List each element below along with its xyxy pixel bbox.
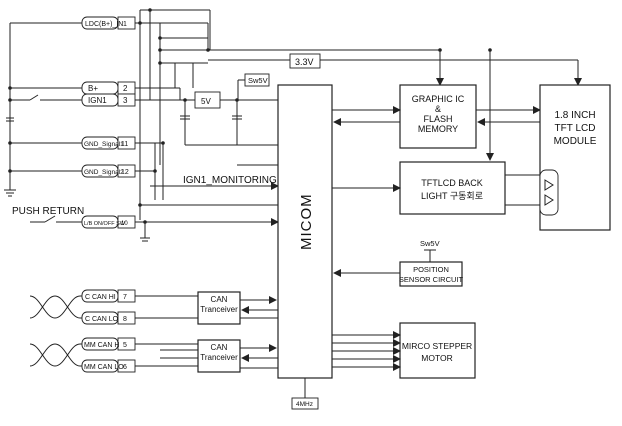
svg-text:4MHz: 4MHz [296, 401, 313, 408]
svg-text:Sw5V: Sw5V [248, 76, 268, 85]
backlight-driver-block: TFTLCD BACK LIGHT 구동회로 [399, 161, 506, 215]
svg-text:MIRCO STEPPER: MIRCO STEPPER [402, 341, 472, 351]
clock-4mhz: 4MHz [291, 378, 319, 410]
graphic-ic-block: GRAPHIC IC & FLASH MEMORY [399, 84, 477, 149]
svg-text:8: 8 [123, 316, 127, 323]
push-return-label: PUSH RETURN [12, 206, 84, 217]
svg-text:TFTLCD BACK: TFTLCD BACK [421, 178, 483, 188]
connector-gnd11: GND_Signal1 11 [81, 136, 136, 150]
connector-bplus-label: B+ [88, 84, 98, 93]
ign1-monitoring-label: IGN1_MONITORING [183, 175, 277, 186]
can-transceiver-2: CAN Tranceiver [197, 339, 241, 373]
connector-ldc-pin: 1 [123, 21, 127, 28]
svg-text:6: 6 [123, 364, 127, 371]
svg-text:Tranceiver: Tranceiver [200, 305, 238, 314]
connector-ccanlo: C CAN LO 8 [81, 311, 136, 325]
svg-text:CAN: CAN [211, 343, 228, 352]
svg-text:MODULE: MODULE [554, 136, 597, 147]
connector-ign1: IGN1 3 [81, 93, 136, 107]
svg-text:MM CAN H: MM CAN H [84, 342, 119, 349]
connector-mmcanlo: MM CAN LO 6 [81, 359, 136, 373]
connector-ldc: LDC(B+)_IN 1 [81, 16, 136, 30]
connector-lb: L/B ON/OFF SW 10 [81, 215, 136, 229]
svg-text:GRAPHIC IC: GRAPHIC IC [412, 94, 465, 104]
micom-block: MICOM [277, 84, 333, 379]
can-transceiver-1: CAN Tranceiver [197, 291, 241, 325]
svg-text:7: 7 [123, 294, 127, 301]
svg-text:MOTOR: MOTOR [421, 353, 452, 363]
connector-ccanhi: C CAN HI 7 [81, 289, 136, 303]
connector-gnd12-label: GND_Signal2 [84, 169, 124, 176]
svg-text:POSITION: POSITION [413, 265, 449, 274]
svg-text:MM CAN LO: MM CAN LO [84, 364, 124, 371]
connector-lb-pin: 10 [121, 221, 128, 227]
svg-text:1.8 INCH: 1.8 INCH [554, 110, 595, 121]
svg-text:C CAN LO: C CAN LO [85, 316, 119, 323]
svg-text:5V: 5V [201, 97, 211, 106]
connector-gnd11-label: GND_Signal1 [84, 141, 124, 148]
svg-text:C CAN HI: C CAN HI [85, 294, 116, 301]
connector-ign1-label: IGN1 [88, 96, 107, 105]
connector-bplus: B+ 2 [81, 81, 136, 95]
svg-text:Tranceiver: Tranceiver [200, 353, 238, 362]
connector-ign1-pin: 3 [123, 96, 128, 105]
position-sensor-block: Sw5V POSITION SENSOR CIRCUIT [399, 239, 464, 287]
connector-gnd12: GND_Signal2 12 [81, 164, 136, 178]
connector-gnd12-pin: 12 [121, 169, 129, 176]
tft-lcd-module-block: 1.8 INCH TFT LCD MODULE [539, 84, 611, 231]
connector-lb-label: L/B ON/OFF SW [84, 221, 126, 227]
power-wiring [4, 9, 582, 242]
svg-text:TFT LCD: TFT LCD [555, 123, 596, 134]
svg-text:LIGHT 구동회로: LIGHT 구동회로 [421, 191, 483, 201]
svg-text:3.3V: 3.3V [295, 57, 314, 67]
connector-bplus-pin: 2 [123, 84, 128, 93]
sw5v-position-label: Sw5V [420, 239, 440, 248]
svg-text:MEMORY: MEMORY [418, 124, 458, 134]
v33-label: 3.3V [289, 53, 321, 69]
connector-mmcanh: MM CAN H 5 [81, 337, 136, 351]
micom-label: MICOM [298, 193, 315, 250]
svg-text:5: 5 [123, 342, 127, 349]
sw5v-top-label: Sw5V [244, 73, 270, 87]
svg-text:FLASH: FLASH [423, 114, 452, 124]
svg-text:CAN: CAN [211, 295, 228, 304]
svg-text:SENSOR CIRCUIT: SENSOR CIRCUIT [399, 275, 464, 284]
connector-gnd11-pin: 11 [121, 141, 128, 148]
stepper-motor-block: MIRCO STEPPER MOTOR [399, 322, 476, 379]
junction-dots [8, 8, 492, 224]
connector-ldc-label: LDC(B+)_IN [85, 21, 123, 28]
regulator-5v: 5V [194, 91, 221, 109]
svg-text:&: & [435, 104, 441, 114]
